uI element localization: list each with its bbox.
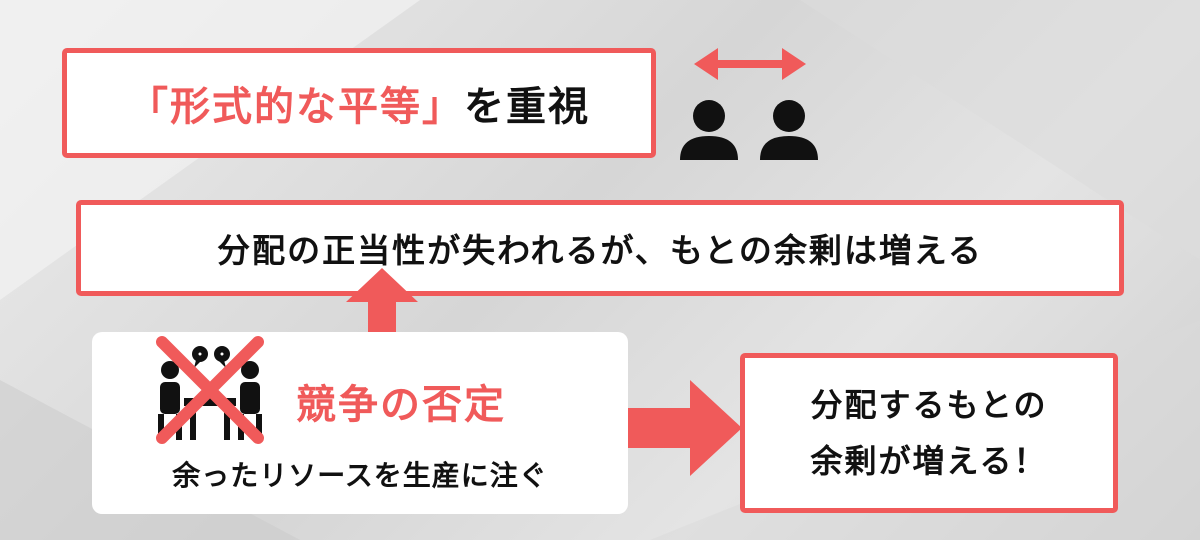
outcome-top-box: 分配の正当性が失われるが、もとの余剰は増える: [76, 200, 1124, 296]
formal-equality-quote: 「形式的な平等」: [128, 84, 464, 130]
formal-equality-suffix: を重視: [464, 84, 590, 130]
outcome-top-text: 分配の正当性が失われるが、もとの余剰は増える: [217, 231, 983, 270]
competition-denial-label: 競争の否定: [296, 382, 506, 428]
meeting-people-icon: [158, 346, 262, 440]
up-arrow-icon: [346, 268, 418, 356]
outcome-right-line1: 分配するもとの: [810, 386, 1048, 424]
formal-equality-box: 「形式的な平等」 を重視: [62, 48, 656, 158]
outcome-right-line2: 余剰が増える！: [810, 442, 1048, 480]
resource-text: 余ったリソースを生産に注ぐ: [172, 459, 548, 492]
outcome-right-box: 分配するもとの 余剰が増える！: [740, 353, 1118, 513]
right-arrow-icon: [628, 380, 742, 476]
red-cross-icon: [156, 336, 264, 444]
double-arrow-icon: [694, 48, 806, 80]
two-people-icon: [680, 100, 818, 160]
